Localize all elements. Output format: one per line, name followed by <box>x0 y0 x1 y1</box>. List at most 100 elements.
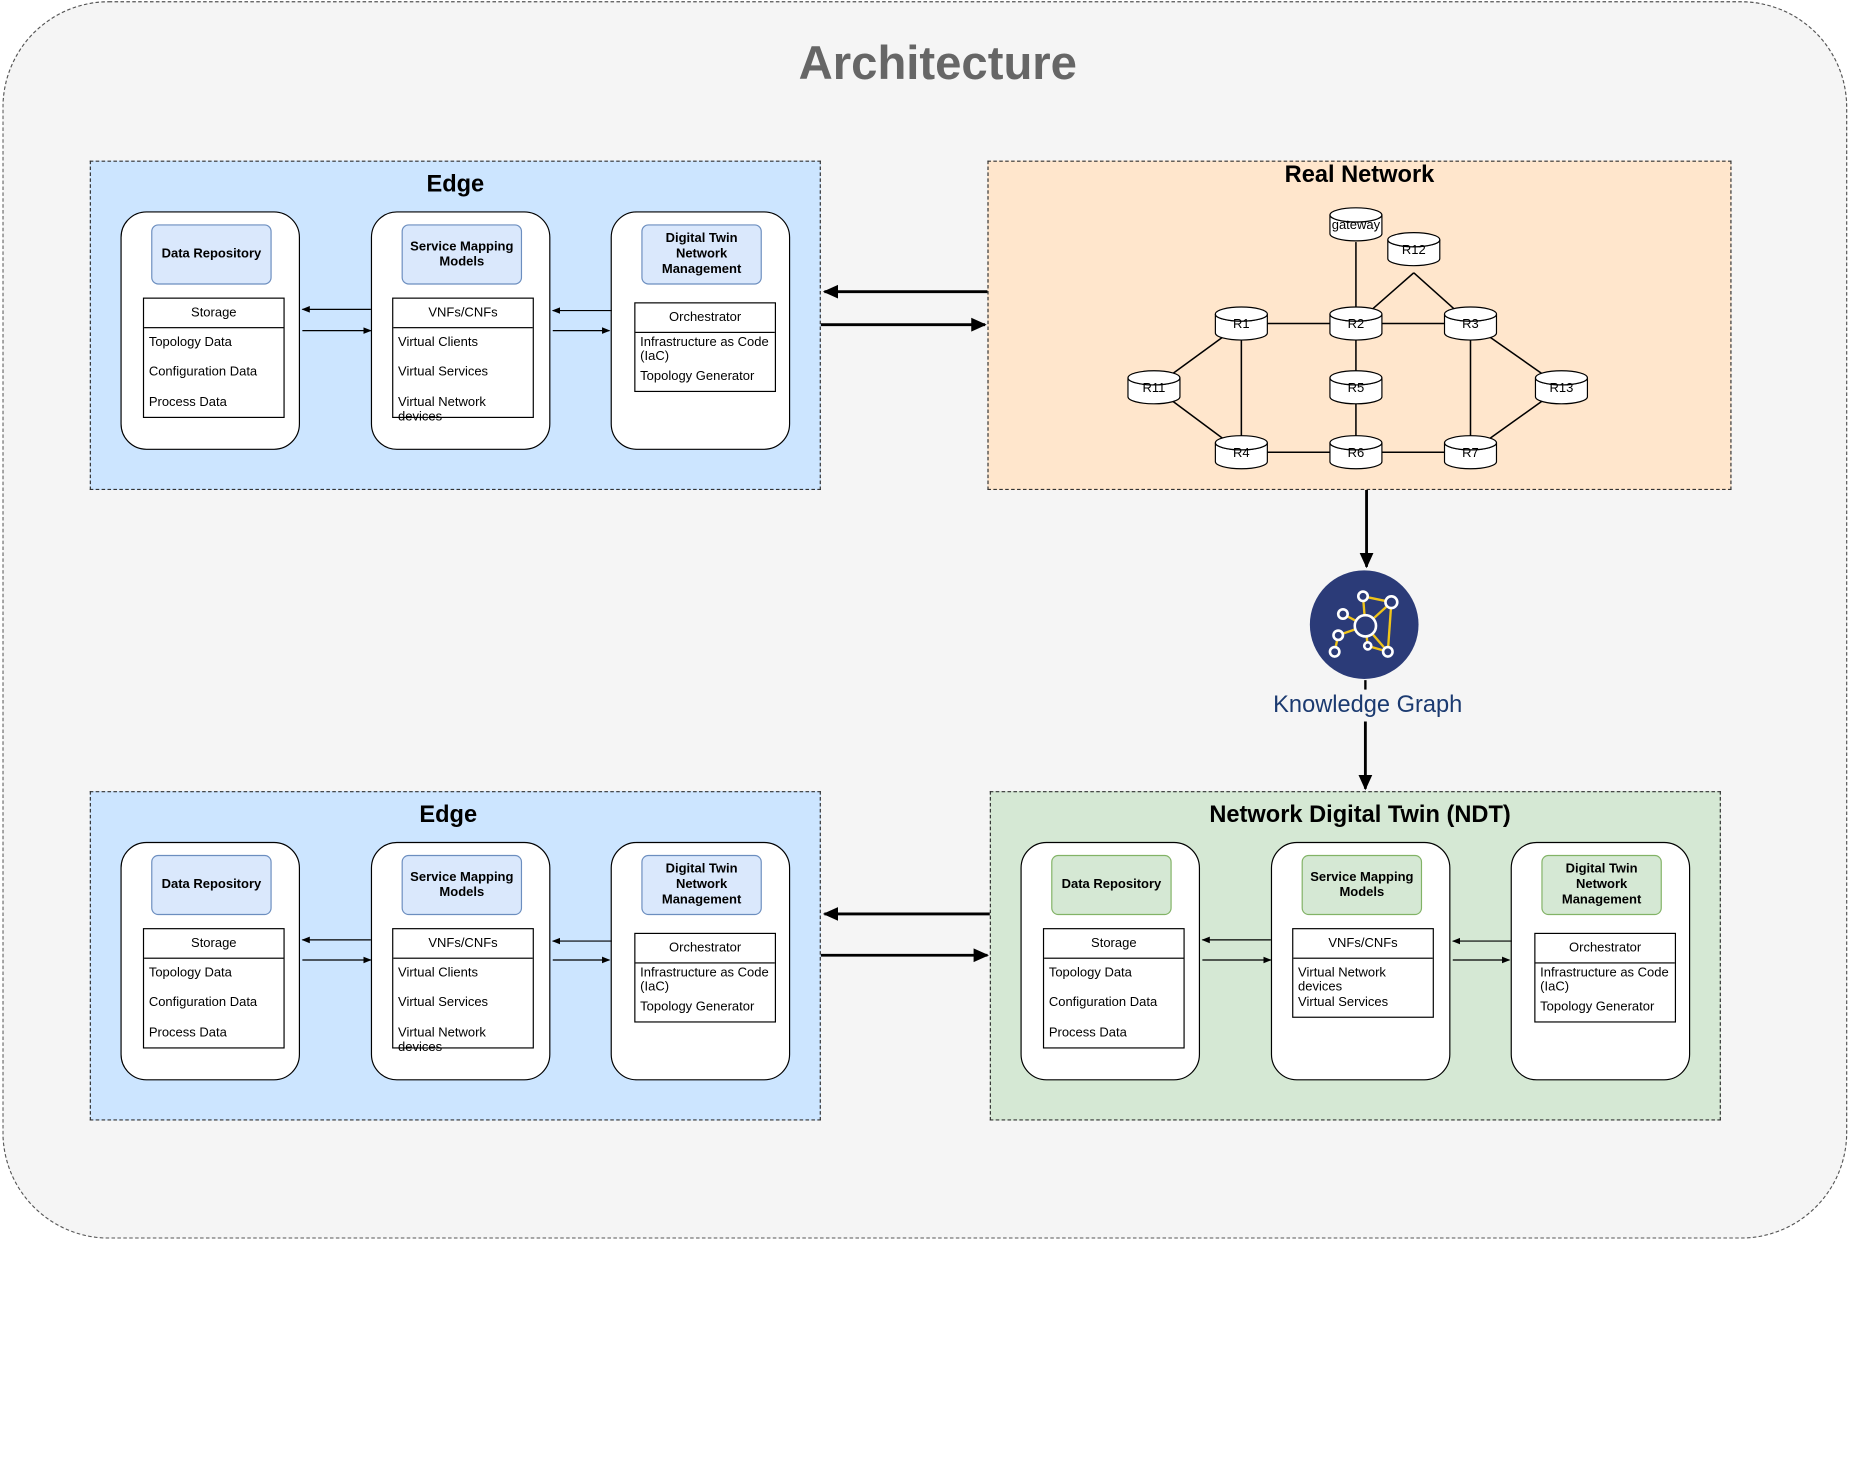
dt-network-management-module: Digital Twin Network Management Orchestr… <box>1510 841 1691 1081</box>
list-item: Process Data <box>1048 1026 1127 1041</box>
module-title: Service Mapping Models <box>401 854 523 916</box>
router-label: R7 <box>1462 445 1479 460</box>
storage-list: Storage Topology Data Configuration Data… <box>142 928 285 1049</box>
diagram-title: Architecture <box>798 37 1077 90</box>
storage-list: Storage Topology Data Configuration Data… <box>142 297 285 418</box>
list-header: VNFs/CNFs <box>1293 929 1433 959</box>
list-item: Virtual Network devices <box>398 395 486 424</box>
service-mapping-module: Service Mapping Models VNFs/CNFs Virtual… <box>370 211 551 450</box>
module-title: Service Mapping Models <box>1301 854 1423 916</box>
region-title: Real Network <box>1284 161 1435 188</box>
router-node: R1 <box>1214 306 1268 341</box>
vnf-cnf-list: VNFs/CNFs Virtual Clients Virtual Servic… <box>392 297 534 424</box>
router-top <box>1329 207 1383 223</box>
router-label: R1 <box>1233 316 1250 331</box>
module-title: Data Repository <box>1051 854 1172 916</box>
module-title: Digital Twin Network Management <box>1541 854 1662 916</box>
service-mapping-module: Service Mapping Models VNFs/CNFs Virtual… <box>1270 841 1451 1081</box>
list-item: Infrastructure as Code (IaC) <box>640 335 769 364</box>
data-repository-module: Data Repository Storage Topology Data Co… <box>120 211 301 450</box>
dt-network-management-module: Digital Twin Network Management Orchestr… <box>610 841 791 1081</box>
edge-region-top: Edge Data Repository Storage Topology Da… <box>89 160 821 491</box>
list-item: Configuration Data <box>1048 995 1158 1010</box>
router-label: R2 <box>1348 316 1365 331</box>
list-header: Orchestrator <box>1535 934 1675 964</box>
router-node: R7 <box>1443 435 1498 470</box>
list-item: Virtual Network devices <box>398 1026 486 1055</box>
knowledge-graph-icon <box>1309 570 1419 679</box>
module-title: Digital Twin Network Management <box>641 854 762 916</box>
router-label: R3 <box>1462 316 1479 331</box>
router-node: R13 <box>1534 370 1589 405</box>
module-title: Data Repository <box>151 854 272 916</box>
list-item: Topology Generator <box>640 369 755 384</box>
list-header: VNFs/CNFs <box>393 929 533 959</box>
list-item: Virtual Network devices <box>1298 965 1386 995</box>
router-node: gateway <box>1329 207 1383 242</box>
list-item: Virtual Services <box>398 364 489 380</box>
list-item: Topology Generator <box>640 1000 755 1015</box>
orchestrator-list: Orchestrator Infrastructure as Code (IaC… <box>634 932 776 1023</box>
knowledge-graph-label: Knowledge Graph <box>1273 691 1463 718</box>
router-top <box>1443 306 1498 322</box>
router-label: R11 <box>1143 380 1166 395</box>
orchestrator-list: Orchestrator Infrastructure as Code (IaC… <box>1534 932 1677 1023</box>
edge-region-bottom: Edge Data Repository Storage Topology Da… <box>89 791 821 1121</box>
vnf-cnf-list: VNFs/CNFs Virtual Network devices Virtua… <box>1292 928 1434 1018</box>
list-item: Process Data <box>148 1026 227 1041</box>
data-repository-module: Data Repository Storage Topology Data Co… <box>1020 841 1201 1081</box>
list-header: Storage <box>1044 929 1184 959</box>
region-title: Network Digital Twin (NDT) <box>1209 801 1511 828</box>
list-item: Virtual Clients <box>398 335 478 350</box>
region-title: Edge <box>419 801 478 828</box>
vnf-cnf-list: VNFs/CNFs Virtual Clients Virtual Servic… <box>392 928 534 1054</box>
list-item: Virtual Services <box>1298 995 1389 1010</box>
module-title: Service Mapping Models <box>401 224 523 285</box>
list-item: Topology Generator <box>1540 1000 1655 1015</box>
router-node: R5 <box>1329 370 1383 405</box>
router-node: R6 <box>1329 435 1383 470</box>
region-title: Edge <box>426 171 485 198</box>
router-top <box>1214 435 1268 451</box>
list-header: VNFs/CNFs <box>393 299 533 329</box>
router-node: R12 <box>1387 232 1441 267</box>
list-item: Virtual Clients <box>398 965 478 981</box>
list-item: Infrastructure as Code (IaC) <box>1540 965 1669 995</box>
router-node: R2 <box>1329 306 1383 341</box>
list-header: Storage <box>144 929 284 959</box>
storage-list: Storage Topology Data Configuration Data… <box>1042 928 1185 1049</box>
list-item: Virtual Services <box>398 995 489 1010</box>
list-item: Topology Data <box>1048 965 1132 981</box>
data-repository-module: Data Repository Storage Topology Data Co… <box>120 841 301 1081</box>
router-label: gateway <box>1332 217 1381 232</box>
service-mapping-module: Service Mapping Models VNFs/CNFs Virtual… <box>370 841 551 1081</box>
router-label: R5 <box>1348 380 1365 395</box>
list-item: Topology Data <box>148 965 232 981</box>
list-header: Storage <box>144 299 284 329</box>
list-header: Orchestrator <box>635 303 775 333</box>
list-item: Process Data <box>148 395 227 410</box>
module-title: Data Repository <box>151 224 272 285</box>
router-top <box>1214 306 1268 322</box>
router-top <box>1443 435 1498 451</box>
router-top <box>1329 435 1383 451</box>
router-node: R4 <box>1214 435 1268 470</box>
router-top <box>1329 370 1383 386</box>
router-label: R6 <box>1348 445 1365 460</box>
knowledge-graph-glyph <box>1328 590 1399 658</box>
list-item: Infrastructure as Code (IaC) <box>640 965 769 995</box>
router-node: R3 <box>1443 306 1498 341</box>
list-item: Configuration Data <box>148 995 258 1010</box>
router-top <box>1329 306 1383 322</box>
router-top <box>1387 232 1441 248</box>
orchestrator-list: Orchestrator Infrastructure as Code (IaC… <box>634 302 776 393</box>
dt-network-management-module: Digital Twin Network Management Orchestr… <box>610 211 791 450</box>
router-label: R13 <box>1550 380 1574 395</box>
router-label: R4 <box>1233 445 1250 460</box>
module-title: Digital Twin Network Management <box>641 224 762 285</box>
router-top <box>1127 370 1181 386</box>
list-item: Topology Data <box>148 335 232 350</box>
router-label: R12 <box>1402 242 1426 257</box>
router-node: R11 <box>1127 370 1181 405</box>
